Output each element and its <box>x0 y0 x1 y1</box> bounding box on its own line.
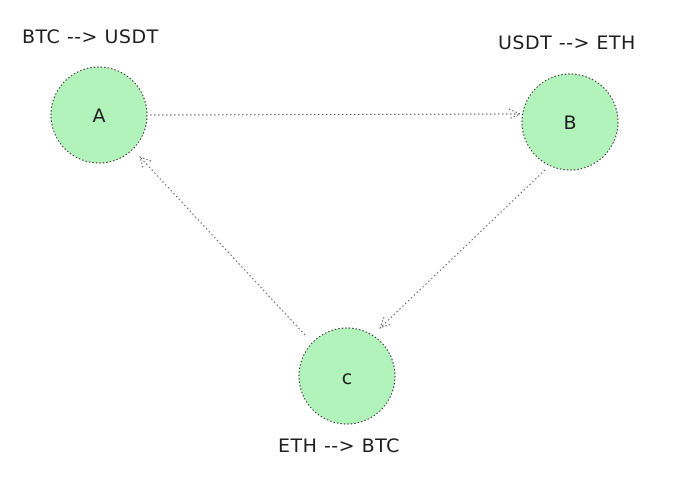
node-b-label: B <box>563 112 576 134</box>
arrowhead-c <box>379 316 392 329</box>
caption-node-c: ETH --> BTC <box>278 435 400 457</box>
caption-node-b: USDT --> ETH <box>498 32 636 54</box>
node-a-label: A <box>93 105 106 127</box>
node-a-circle <box>50 66 148 164</box>
edge-c-to-a <box>139 156 306 336</box>
edge-a-to-b <box>149 108 522 120</box>
node-a[interactable]: A <box>50 66 148 164</box>
arrowhead-b <box>508 108 522 120</box>
node-c-circle <box>298 327 396 425</box>
node-b-circle <box>521 73 619 171</box>
node-c[interactable]: c <box>298 327 396 425</box>
caption-node-a: BTC --> USDT <box>22 26 159 48</box>
edge-b-to-c <box>379 169 546 329</box>
arrowhead-a <box>139 156 152 169</box>
node-b[interactable]: B <box>521 73 619 171</box>
node-c-label: c <box>342 367 352 389</box>
